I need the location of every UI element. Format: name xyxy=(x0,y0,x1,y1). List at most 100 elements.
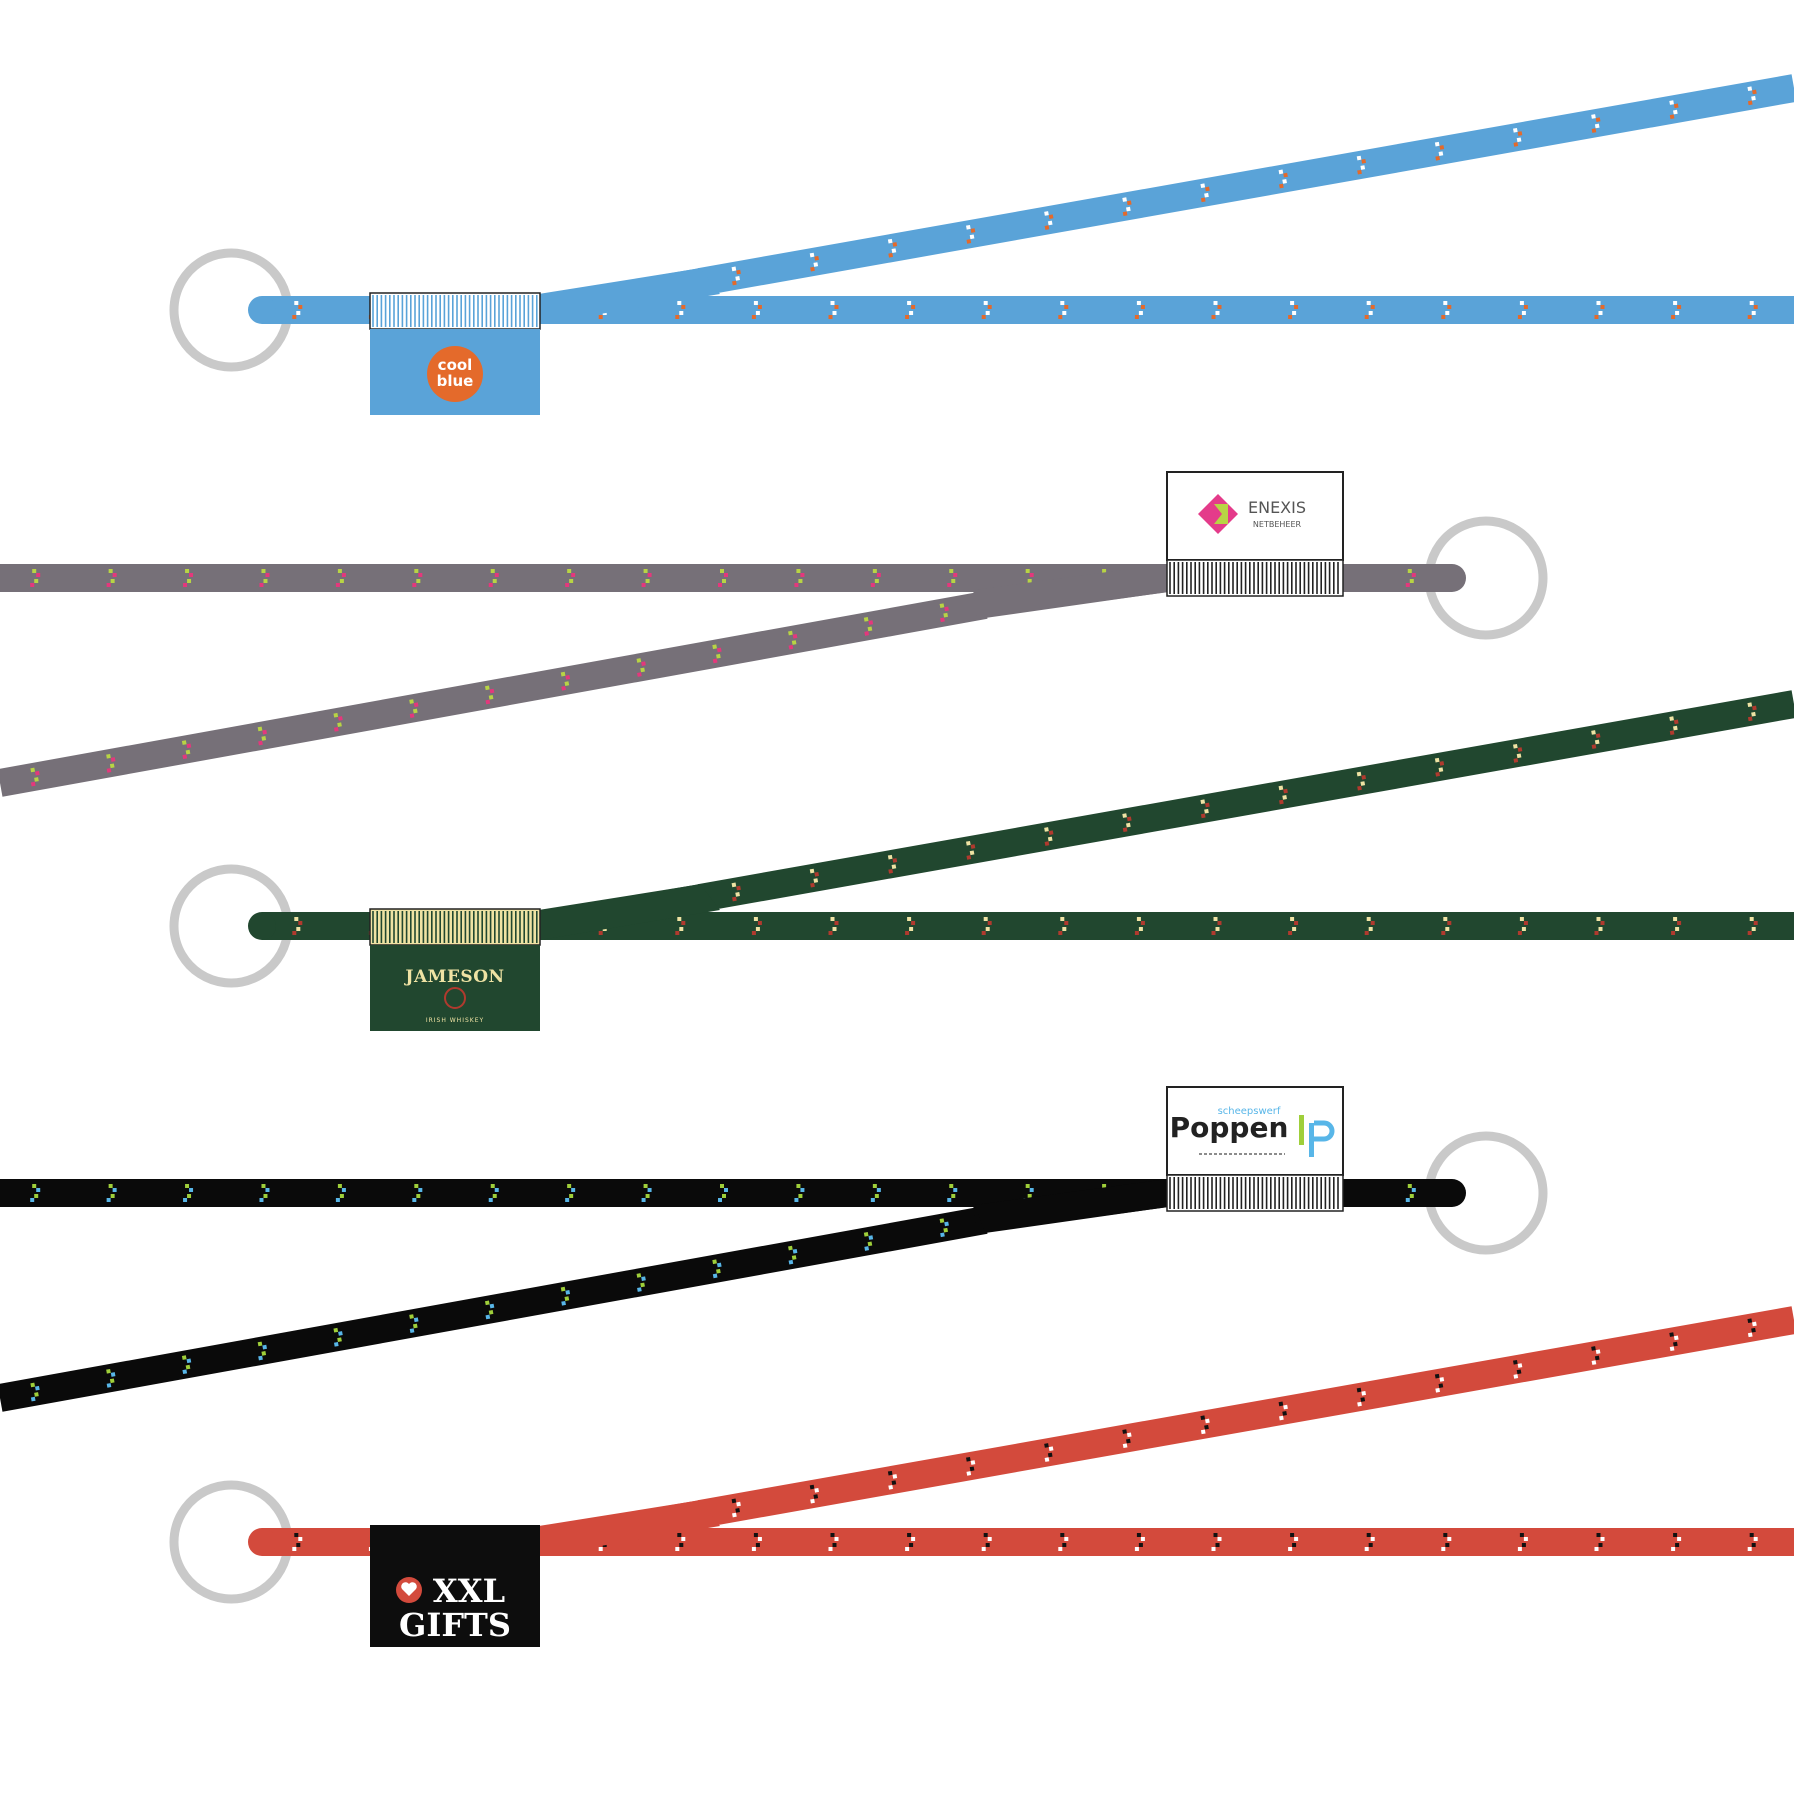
rope-fleck xyxy=(1517,301,1528,319)
rope-fleck xyxy=(30,1382,40,1402)
rope-fleck xyxy=(333,1327,343,1347)
rope-tip xyxy=(248,296,276,324)
rope-fleck xyxy=(1200,1415,1210,1435)
rope-fleck xyxy=(1211,1533,1222,1551)
rope-fleck xyxy=(981,917,992,935)
rope-fleck xyxy=(1356,155,1367,175)
rope-fleck xyxy=(409,699,419,718)
rope-fleck xyxy=(1517,1533,1528,1551)
rope-fleck xyxy=(412,569,423,587)
heart-icon-inner xyxy=(401,1582,417,1596)
poppen-mark-icon xyxy=(1314,1120,1335,1142)
rope-fleck xyxy=(257,1341,267,1361)
rope-fleck xyxy=(1747,1318,1757,1338)
rope-fleck xyxy=(905,301,916,319)
lanyard-enexis: ENEXIS NETBEHEER xyxy=(0,471,1548,797)
rope-fleck xyxy=(183,1184,194,1202)
rope-fleck xyxy=(560,671,571,691)
rope-fleck xyxy=(1288,917,1299,935)
rope-fleck xyxy=(794,569,805,587)
rope-tip xyxy=(1438,1179,1466,1207)
rope-fleck xyxy=(1434,1373,1445,1393)
rope-fleck xyxy=(1591,1346,1601,1365)
logo-text-netbeheer: NETBEHEER xyxy=(1253,520,1302,529)
key-ring xyxy=(169,864,292,988)
rope-strand xyxy=(697,1306,1794,1528)
rope-fleck xyxy=(409,1314,419,1333)
rope-fleck xyxy=(565,569,576,587)
rope-junction xyxy=(975,1179,1168,1233)
rope-fleck xyxy=(1441,917,1452,935)
rope-fleck xyxy=(887,238,898,258)
rope-fleck xyxy=(1278,785,1288,805)
rope-fleck xyxy=(1669,716,1679,736)
tag-clip xyxy=(1166,1174,1344,1212)
poppen-mark-icon xyxy=(1309,1123,1314,1157)
rope-fleck xyxy=(809,1484,820,1504)
rope-fleck xyxy=(412,1184,423,1202)
rope-junction xyxy=(540,268,720,324)
rope-fleck xyxy=(1671,1533,1682,1551)
rope-fleck xyxy=(887,854,898,874)
rope-fleck xyxy=(1513,127,1523,147)
rope-junction xyxy=(540,884,720,940)
rope-tip xyxy=(248,1528,276,1556)
rope-fleck xyxy=(939,1218,949,1238)
rope-fleck xyxy=(335,569,346,587)
rope-fleck xyxy=(333,712,343,732)
rope-strand xyxy=(0,1206,988,1412)
rope-fleck xyxy=(1594,301,1605,319)
rope-fleck xyxy=(1747,702,1757,722)
rope-fleck xyxy=(1513,743,1523,763)
rope-fleck xyxy=(675,301,686,319)
rope-fleck xyxy=(1669,1332,1679,1352)
rope-fleck xyxy=(788,1245,798,1265)
rope-fleck xyxy=(484,1300,495,1320)
rope-fleck xyxy=(1513,1359,1523,1379)
key-ring xyxy=(169,248,292,372)
logo-text-irish-whiskey: IRISH WHISKEY xyxy=(426,1017,484,1024)
rope-fleck xyxy=(1441,301,1452,319)
rope-fleck xyxy=(828,1533,839,1551)
rope-strand xyxy=(697,74,1794,296)
rope-fleck xyxy=(1044,211,1054,230)
brand-tag xyxy=(370,1561,540,1647)
rope-fleck xyxy=(1594,917,1605,935)
rope-fleck xyxy=(751,917,762,935)
rope-fleck xyxy=(947,569,958,587)
rope-fleck xyxy=(731,1498,741,1518)
rope-fleck xyxy=(181,1355,192,1375)
logo-text-enexis: ENEXIS xyxy=(1248,498,1306,517)
rope-fleck xyxy=(939,603,949,623)
rope-fleck xyxy=(1669,100,1679,120)
rope-fleck xyxy=(106,1368,116,1388)
key-ring xyxy=(1425,516,1548,640)
rope-fleck xyxy=(1517,917,1528,935)
rope-fleck xyxy=(1747,86,1757,106)
rope-fleck xyxy=(887,1470,898,1490)
logo-text-cool: cool xyxy=(438,356,473,374)
rope-fleck xyxy=(1200,799,1210,819)
rope-fleck xyxy=(1434,757,1445,777)
rope-tip xyxy=(1438,564,1466,592)
rope-fleck xyxy=(966,840,976,860)
rope-strand xyxy=(0,591,988,797)
rope-fleck xyxy=(1211,917,1222,935)
rope-fleck xyxy=(1134,1533,1145,1551)
enexis-logo-accent xyxy=(1214,504,1228,524)
rope-fleck xyxy=(1364,1533,1375,1551)
rope-fleck xyxy=(106,753,116,773)
rope-fleck xyxy=(1434,141,1445,161)
coolblue-logo xyxy=(427,346,483,402)
rope-fleck xyxy=(718,1184,728,1202)
rope-fleck xyxy=(1122,813,1132,833)
rope-fleck xyxy=(1405,1184,1416,1202)
rope-fleck xyxy=(1278,1401,1288,1421)
rope-fleck xyxy=(641,1184,652,1202)
rope-fleck xyxy=(636,658,646,677)
rope-fleck xyxy=(1134,301,1145,319)
